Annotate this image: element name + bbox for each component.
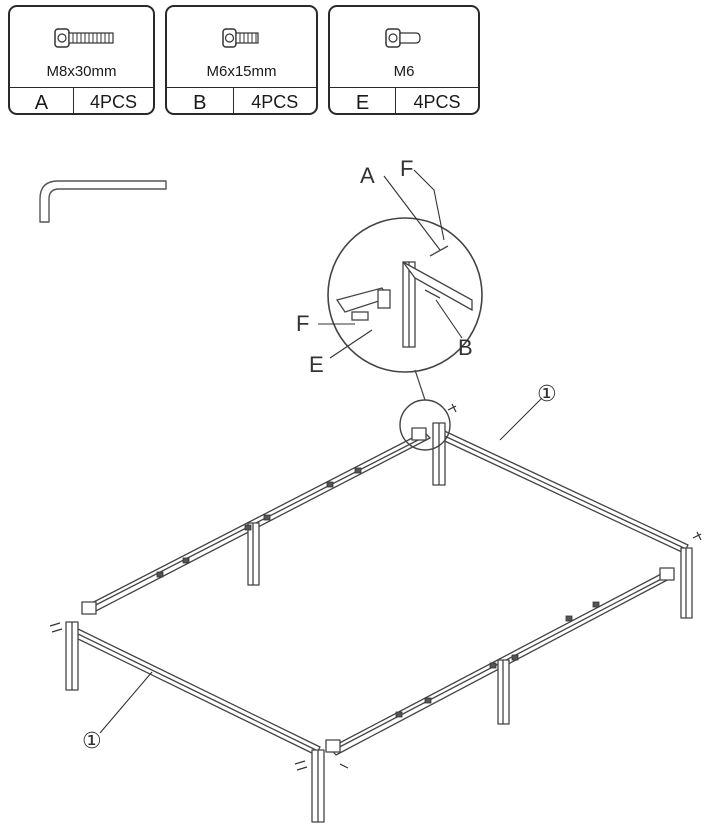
part-card-a: M8x30mm A 4PCS [8,5,155,115]
bed-frame [65,422,693,823]
part-spec: M6 [393,63,415,80]
part-qty: 4PCS [89,92,137,112]
allen-key-icon [39,180,167,223]
callout-f-top: F [400,156,413,181]
part-letter: E [330,88,397,113]
part-row: B 4PCS [167,87,316,113]
long-bolt-icon [10,23,153,53]
barrel-nut-icon [330,23,478,53]
callout-a: A [360,163,375,188]
callout-e: E [309,352,324,377]
part-qty: 4PCS [251,92,299,112]
leader-lines [99,169,543,734]
part-spec: M6x15mm [206,63,277,80]
detail-joint [335,245,473,348]
part-row: E 4PCS [330,87,478,113]
corner-hardware [49,403,702,771]
part-row: A 4PCS [10,87,153,113]
callout-f-left: F [296,311,309,336]
part-qty: 4PCS [413,92,461,112]
short-bolt-icon [167,23,316,53]
rail-label-right: ① [537,381,557,406]
part-letter: B [167,88,234,113]
callout-b: B [458,335,473,360]
part-spec: M8x30mm [46,63,117,80]
part-letter: A [10,88,74,113]
part-card-e: M6 E 4PCS [328,5,480,115]
part-card-b: M6x15mm B 4PCS [165,5,318,115]
rail-label-left: ① [82,728,102,753]
rail-brackets [156,467,600,718]
